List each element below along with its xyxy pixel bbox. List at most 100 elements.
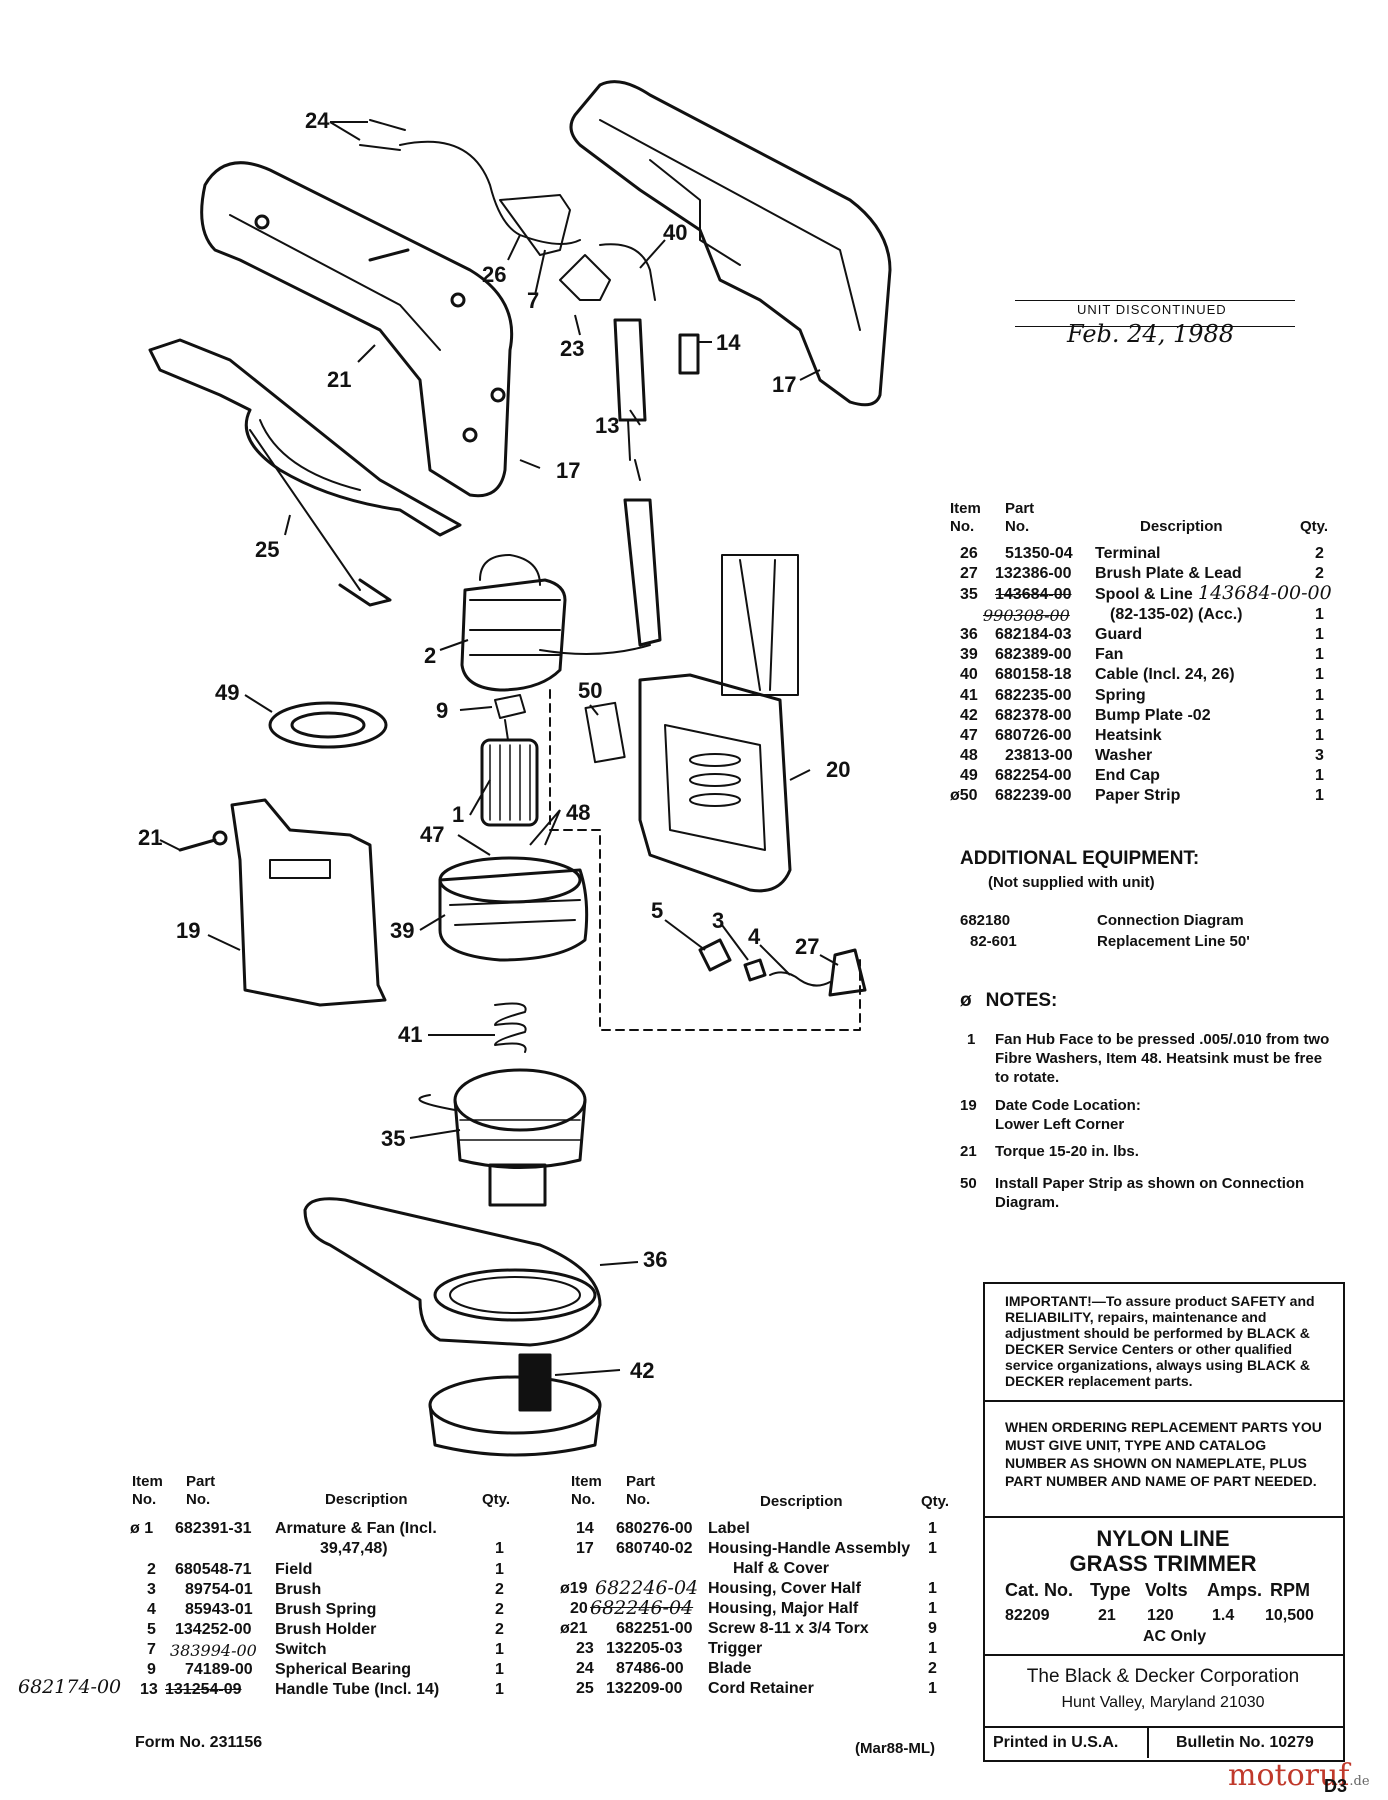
callout-36: 36 (643, 1247, 668, 1272)
company-name: The Black & Decker Corporation (1026, 1666, 1300, 1687)
bump-plate (428, 1375, 602, 1435)
housing-handle-right (569, 80, 892, 407)
callout-49: 49 (215, 680, 240, 705)
form-number: Form No. 231156 (135, 1734, 263, 1751)
table-row: 39,47,48)1 (320, 1540, 504, 1557)
callout-40: 40 (663, 220, 688, 245)
table-row: Half & Cover (733, 1560, 830, 1577)
discontinued-label: UNIT DISCONTINUED (1077, 302, 1227, 317)
callout-39: 39 (390, 918, 415, 943)
callout-5: 5 (651, 898, 664, 923)
callout-20: 20 (826, 757, 851, 782)
header-part-no: Part No. (1005, 500, 1035, 535)
additional-equipment-subtitle: (Not supplied with unit) (988, 874, 1155, 891)
callout-35: 35 (381, 1126, 406, 1151)
header-qty: Qty. (921, 1493, 950, 1510)
header-item-no: Item No. (950, 500, 981, 535)
callout-2: 2 (424, 643, 437, 668)
notes-symbol: ø (960, 990, 972, 1011)
handwritten-replacement-part: 682174-00 (18, 1676, 122, 1698)
callout-19: 19 (176, 918, 201, 943)
housing-handle-left (200, 161, 514, 498)
housing-major-half (638, 673, 792, 893)
product-title-1: NYLON LINE (1096, 1526, 1230, 1551)
guard (303, 1197, 602, 1347)
additional-equipment-title: ADDITIONAL EQUIPMENT: (960, 848, 1200, 869)
header-item-no: Item No. (132, 1473, 163, 1508)
callout-7: 7 (527, 288, 540, 313)
callout-9: 9 (436, 698, 449, 723)
spring (494, 1002, 527, 1053)
callout-42: 42 (630, 1358, 655, 1383)
end-cap (268, 701, 388, 749)
armature (480, 738, 539, 827)
printed-in: Printed in U.S.A. (993, 1734, 1119, 1751)
callout-41: 41 (398, 1022, 423, 1047)
callout-1: 1 (452, 802, 465, 827)
callout-48: 48 (566, 800, 591, 825)
callout-25: 25 (255, 537, 280, 562)
callout-50: 50 (578, 678, 603, 703)
discontinued-date: Feb. 24, 1988 (1067, 320, 1235, 348)
additional-row: 682180 Connection Diagram (960, 912, 1244, 929)
field (460, 578, 567, 692)
cord-retainer (148, 338, 462, 537)
fan (438, 868, 589, 962)
date-code: (Mar88-ML) (855, 1740, 936, 1757)
product-title-2: GRASS TRIMMER (1069, 1551, 1257, 1576)
handle-tube (613, 318, 647, 422)
callout-17-right: 17 (772, 372, 797, 397)
callout-47: 47 (420, 822, 445, 847)
header-description: Description (760, 1493, 843, 1510)
ordering-notice: WHEN ORDERING REPLACEMENT PARTS YOU MUST… (1005, 1419, 1322, 1489)
table-row: 990308-00(82-135-02) (Acc.)1 (983, 606, 1324, 625)
callout-4: 4 (748, 924, 761, 949)
additional-row: 82-601 Replacement Line 50' (970, 933, 1250, 950)
bulletin-number: Bulletin No. 10279 (1176, 1734, 1314, 1751)
housing-cover-half (230, 798, 387, 1007)
header-description: Description (325, 1491, 408, 1508)
spool-and-line (453, 1068, 587, 1132)
header-qty: Qty. (1300, 518, 1329, 535)
header-qty: Qty. (482, 1491, 511, 1508)
callout-13: 13 (595, 413, 620, 438)
callout-23: 23 (560, 336, 585, 361)
discontinued-note: UNIT DISCONTINUED Feb. 24, 1988 (1015, 300, 1295, 348)
company-address: Hunt Valley, Maryland 21030 (1061, 1694, 1265, 1711)
page-code: D3 (1324, 1776, 1348, 1796)
callout-3: 3 (712, 908, 725, 933)
watermark: motoruf.de (1228, 1758, 1370, 1793)
callout-14: 14 (716, 330, 741, 355)
